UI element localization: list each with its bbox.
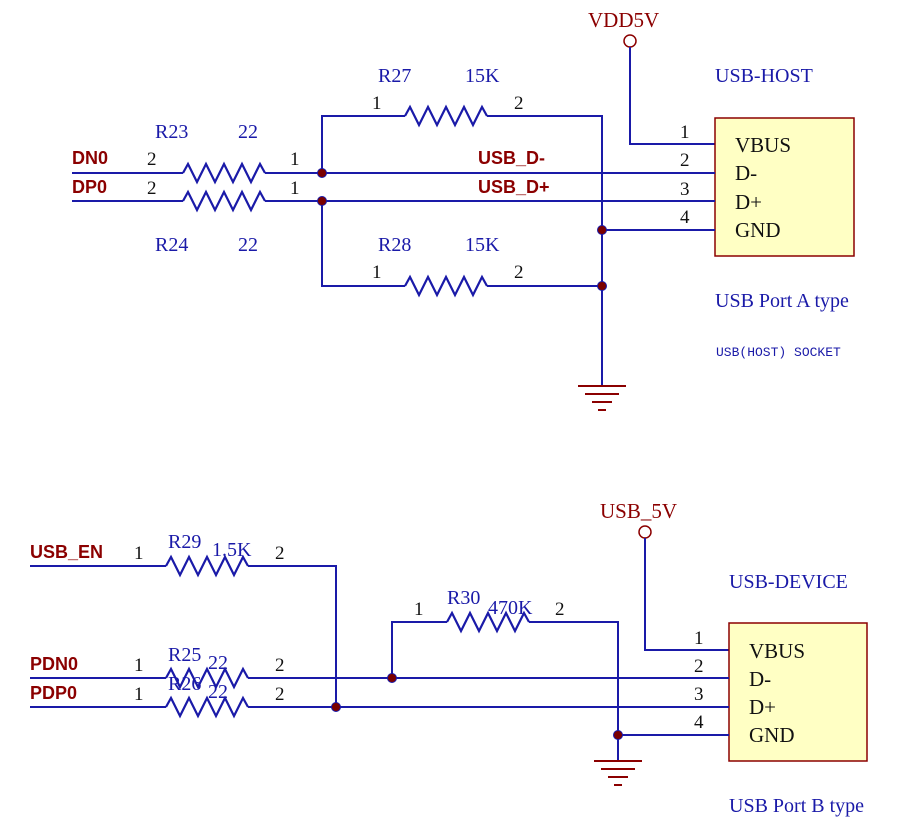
host-pin4-name: GND xyxy=(735,218,781,242)
net-label-dn0: DN0 xyxy=(72,148,108,168)
host-connector-subtitle: USB Port A type xyxy=(715,290,849,312)
device-connector-box xyxy=(728,622,868,762)
host-ground-icon xyxy=(578,385,626,411)
net-label-usb-dm: USB_D- xyxy=(478,148,545,168)
r24-ref: R24 xyxy=(155,234,188,256)
junction-pdp xyxy=(331,702,341,712)
resistor-r29 xyxy=(165,554,249,578)
net-label-usb-en: USB_EN xyxy=(30,542,103,562)
r29-ref: R29 xyxy=(168,531,201,553)
r27-pin-a: 1 xyxy=(372,93,382,114)
device-pin3-number: 3 xyxy=(694,684,704,705)
net-label-usb-dp: USB_D+ xyxy=(478,177,550,197)
host-connector-box xyxy=(714,117,855,257)
device-ground-icon xyxy=(594,760,642,786)
r26-ref: R26 xyxy=(168,673,201,695)
r27-ref: R27 xyxy=(378,65,411,87)
device-connector-title: USB-DEVICE xyxy=(729,571,848,593)
r27-pin-b: 2 xyxy=(514,93,524,114)
r28-pin-a: 1 xyxy=(372,262,382,283)
r25-ref: R25 xyxy=(168,644,201,666)
device-power-terminal xyxy=(638,525,652,539)
r25-pin-a: 1 xyxy=(134,655,144,676)
host-power-terminal xyxy=(623,34,637,48)
r29-value: 1.5K xyxy=(212,539,252,561)
r26-pin-b: 2 xyxy=(275,684,285,705)
host-socket-note: USB(HOST) SOCKET xyxy=(716,345,841,360)
device-section: USB_5V USB-DEVICE 1 2 3 4 VBUS D- D+ GND… xyxy=(30,499,868,817)
r23-value: 22 xyxy=(238,121,258,143)
r25-pin-b: 2 xyxy=(275,655,285,676)
r27-value: 15K xyxy=(465,65,500,87)
r24-pin-b: 1 xyxy=(290,178,300,199)
net-label-dp0: DP0 xyxy=(72,177,107,197)
r30-pin-a: 1 xyxy=(414,599,424,620)
r28-pin-b: 2 xyxy=(514,262,524,283)
host-pin3-name: D+ xyxy=(735,190,762,214)
host-pin2-name: D- xyxy=(735,161,757,185)
device-connector-subtitle: USB Port B type xyxy=(729,795,864,817)
r24-pin-a: 2 xyxy=(147,178,157,199)
host-power-label: VDD5V xyxy=(588,8,659,32)
r26-value: 22 xyxy=(208,681,228,703)
junction-device-gnd xyxy=(613,730,623,740)
r29-pin-a: 1 xyxy=(134,543,144,564)
host-section: VDD5V USB-HOST 1 2 3 4 VBUS D- D+ GND US… xyxy=(72,8,855,411)
resistor-r25 xyxy=(165,666,249,690)
r28-value: 15K xyxy=(465,234,500,256)
resistor-r26 xyxy=(165,695,249,719)
host-pin2-number: 2 xyxy=(680,150,690,171)
net-label-pdn0: PDN0 xyxy=(30,654,78,674)
r30-value: 470K xyxy=(488,597,533,619)
r24-value: 22 xyxy=(238,234,258,256)
device-power-label: USB_5V xyxy=(600,499,677,523)
resistor-r24 xyxy=(182,189,266,213)
junction-dn xyxy=(317,168,327,178)
resistor-r23 xyxy=(182,161,266,185)
r30-pin-b: 2 xyxy=(555,599,565,620)
r23-pin-a: 2 xyxy=(147,149,157,170)
r30-ref: R30 xyxy=(447,587,480,609)
device-pin1-number: 1 xyxy=(694,628,704,649)
resistor-r27 xyxy=(404,104,488,128)
resistor-r30 xyxy=(446,610,530,634)
host-connector-title: USB-HOST xyxy=(715,65,813,87)
junction-gnd-pin xyxy=(597,225,607,235)
host-pin1-name: VBUS xyxy=(735,133,791,157)
device-pin3-name: D+ xyxy=(749,695,776,719)
resistor-r28 xyxy=(404,274,488,298)
r29-pin-b: 2 xyxy=(275,543,285,564)
r25-value: 22 xyxy=(208,652,228,674)
device-pin1-name: VBUS xyxy=(749,639,805,663)
junction-dp xyxy=(317,196,327,206)
r23-ref: R23 xyxy=(155,121,188,143)
r23-pin-b: 1 xyxy=(290,149,300,170)
r28-ref: R28 xyxy=(378,234,411,256)
net-label-pdp0: PDP0 xyxy=(30,683,77,703)
r26-pin-a: 1 xyxy=(134,684,144,705)
device-pin4-number: 4 xyxy=(694,712,704,733)
device-pin2-name: D- xyxy=(749,667,771,691)
device-pin2-number: 2 xyxy=(694,656,704,677)
device-pin4-name: GND xyxy=(749,723,795,747)
host-pin1-number: 1 xyxy=(680,122,690,143)
host-pin3-number: 3 xyxy=(680,179,690,200)
junction-pdn xyxy=(387,673,397,683)
junction-r28 xyxy=(597,281,607,291)
host-pin4-number: 4 xyxy=(680,207,690,228)
